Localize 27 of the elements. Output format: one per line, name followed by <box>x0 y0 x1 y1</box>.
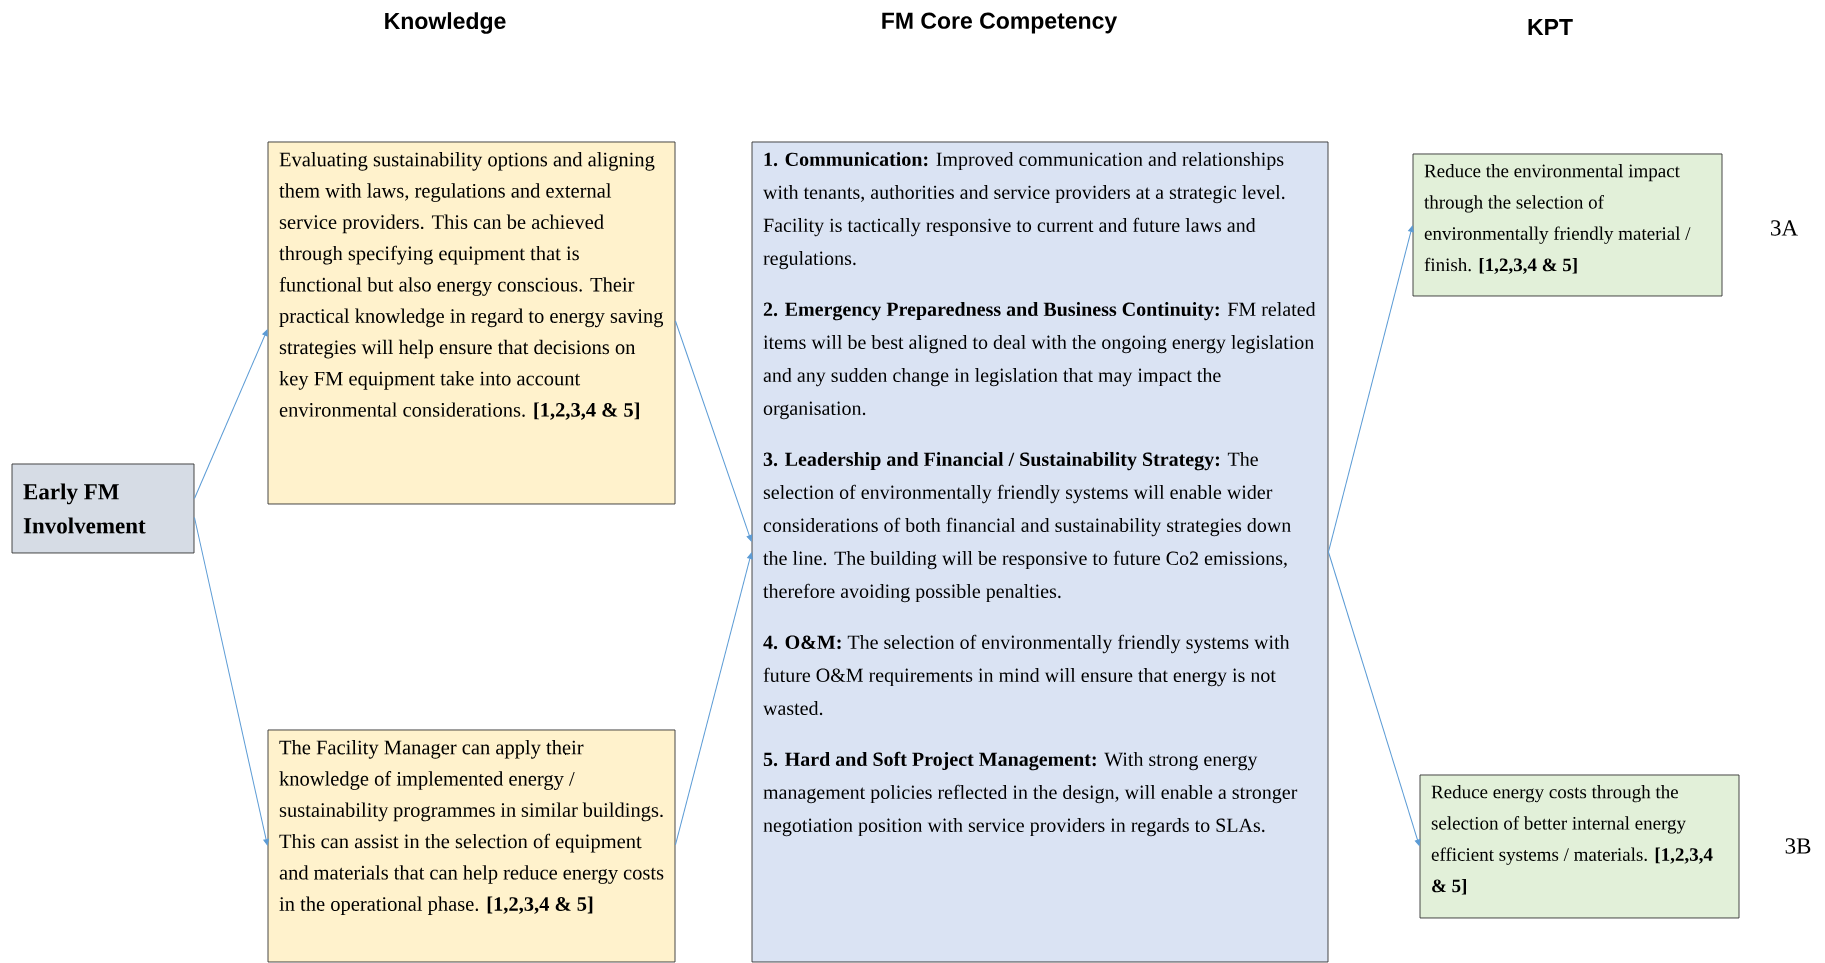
box-text: 1. Communication: Improved communication and relationships with tenants, authorities and service providers at a strategic level. Facility is tactically responsive to current and future laws and regulations. <box>763 152 1285 270</box>
arrow <box>674 552 753 846</box>
box-text: 2. Emergency Preparedness and Business Continuity: FM related items will be best aligned to deal with the ongoing energy legislation and any sudden change in legislation that may impact the organisation. <box>763 302 1316 420</box>
column-heading: KPT <box>1528 19 1573 35</box>
box-text: Reduce energy costs through the selection of better internal energy efficient systems / materials. [1,2,3,4 & 5] <box>1431 785 1713 895</box>
box-text: Reduce the environmental impact through the selection of environmentally friendly material / finish. [1,2,3,4 & 5] <box>1424 164 1691 274</box>
knowledge-box <box>267 141 676 505</box>
column-heading: FM Core Competency <box>882 12 1118 34</box>
box-text: 4. O&M: The selection of environmentally friendly systems with future O&M requirements in mind will ensure that energy is not wasted. <box>763 634 1290 716</box>
side-label: 3A <box>1771 220 1798 236</box>
arrow <box>674 320 753 542</box>
side-label: 3B <box>1785 838 1811 854</box>
arrow <box>193 517 269 846</box>
arrow <box>1327 225 1414 553</box>
process-box <box>11 463 195 554</box>
kpt-box <box>1419 774 1740 919</box>
box-text: 3. Leadership and Financial / Sustainability Strategy: The selection of environmentally friendly systems will enable wider considerations of both financial and sustainability strategies down the line. The building will be responsive to future Co2 emissions, therefore avoiding possible penalties. <box>763 452 1291 603</box>
box-text: Evaluating sustainability options and aligning them with laws, regulations and external service providers. This can be achieved through specifying equipment that is functional but also energy conscious. Their practical knowledge in regard to energy saving strategies will help ensure that decisions on key FM equipment take into account environmental considerations. [1,2,3,4 & 5] <box>279 152 664 420</box>
arrow <box>193 329 268 499</box>
box-text: The Facility Manager can apply their knowledge of implemented energy / sustainability programmes in similar buildings. This can assist in the selection of equipment and materials that can help reduce energy costs in the operational phase. [1,2,3,4 & 5] <box>279 740 664 916</box>
knowledge-box <box>267 729 676 963</box>
competency-box <box>751 141 1329 963</box>
box-text: 5. Hard and Soft Project Management: With strong energy management policies reflected in the design, will enable a stronger negotiation position with service providers in regards to SLAs. <box>763 751 1298 837</box>
kpt-box <box>1412 153 1723 297</box>
box-text: Early FM Involvement <box>23 483 146 534</box>
column-heading: Knowledge <box>385 12 506 34</box>
arrow <box>1327 551 1421 846</box>
